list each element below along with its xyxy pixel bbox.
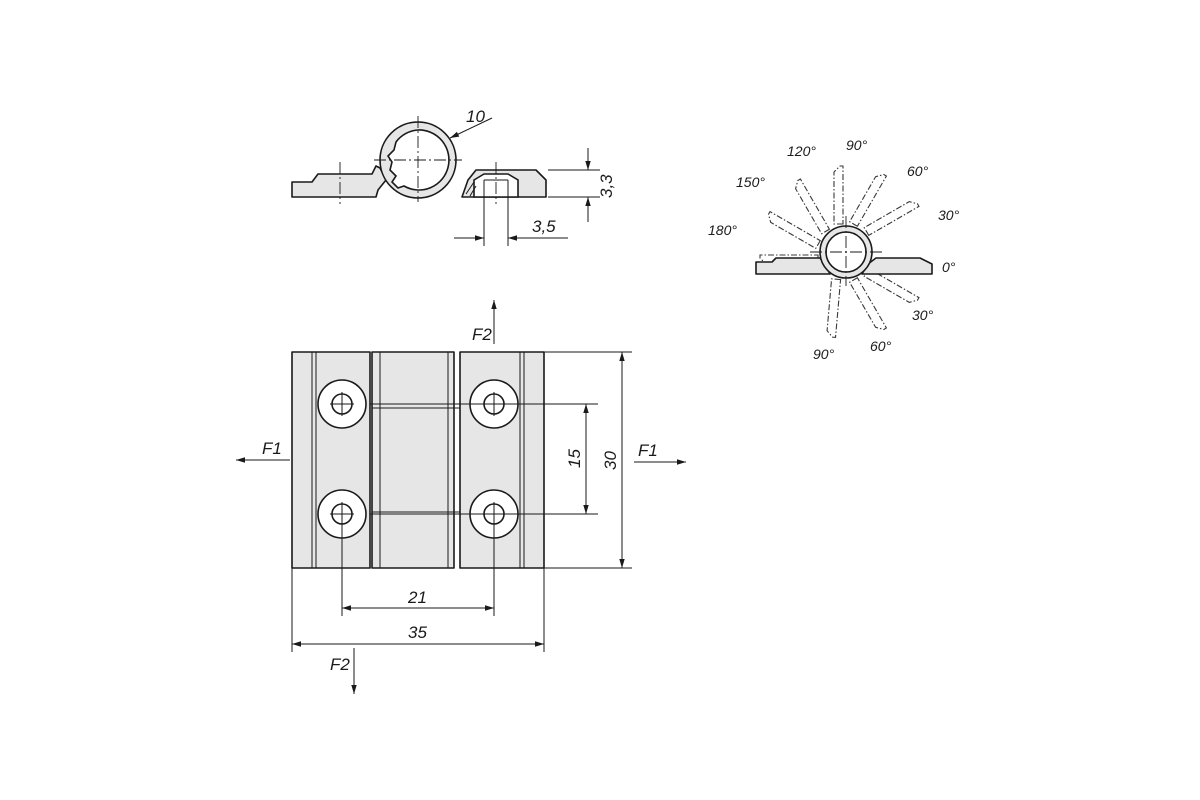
- dim15-label: 15: [565, 449, 584, 468]
- phantom-leaf-minus90: [826, 278, 842, 339]
- hinge-knuckle-center: [371, 351, 455, 569]
- angle-label-0: 0°: [942, 259, 956, 275]
- phantom-leaf-minus30: [863, 267, 920, 303]
- radius-leader: [449, 117, 493, 139]
- dim30-label: 30: [601, 451, 620, 470]
- height-label: 3,3: [597, 174, 616, 198]
- dim35-label: 35: [408, 623, 427, 642]
- dim21-label: 21: [407, 588, 427, 607]
- angle-label-90: 90°: [846, 137, 868, 153]
- mounting-hole-top-left: [317, 379, 367, 429]
- phantom-leaf-90: [833, 165, 844, 225]
- radius-label: 10: [466, 107, 485, 126]
- force-f2-top-label: F2: [472, 325, 492, 344]
- force-f1-right-label: F1: [638, 441, 658, 460]
- phantom-leaf-60: [848, 173, 888, 228]
- angle-label-150: 150°: [736, 174, 765, 190]
- hatch-lines: [465, 181, 477, 197]
- phantom-leaves: [759, 165, 920, 339]
- angle-label-180: 180°: [708, 222, 737, 238]
- side-view: 10 3,3 3,5: [291, 107, 616, 246]
- phantom-leaf-150: [767, 210, 822, 250]
- angle-label-minus60: 60°: [870, 338, 892, 354]
- plan-view: F1 F1 F2 F2 15 30 21 35: [236, 300, 686, 694]
- angle-label-30: 30°: [938, 207, 960, 223]
- angle-label-minus30: 30°: [912, 307, 934, 323]
- phantom-leaf-minus60: [848, 276, 888, 331]
- fixed-leaf-right: [861, 257, 933, 275]
- phantom-leaf-120: [795, 178, 831, 235]
- rotation-view: 120° 90° 60° 150° 30° 180° 0° 30° 60° 90…: [708, 137, 960, 362]
- force-f1-left-label: F1: [262, 439, 282, 458]
- angle-label-120: 120°: [787, 143, 816, 159]
- angle-label-60: 60°: [907, 163, 929, 179]
- hole-label: 3,5: [532, 217, 556, 236]
- force-f2-bottom-label: F2: [330, 655, 350, 674]
- phantom-leaf-30: [863, 201, 920, 237]
- hinge-leaf-left-profile: [291, 165, 387, 198]
- angle-label-minus90: 90°: [813, 346, 835, 362]
